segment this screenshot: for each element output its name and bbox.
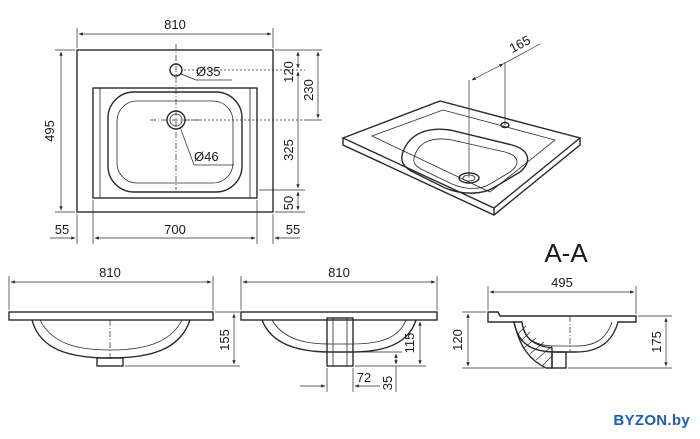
drain-hole: [166, 110, 186, 130]
front-view: 810 155: [8, 265, 240, 367]
side-height-label: 115: [402, 333, 417, 354]
side-drain-width-label: 72: [357, 370, 371, 385]
section-width-label: 495: [551, 275, 573, 290]
dim-700: 700: [164, 222, 186, 237]
front-slab: [8, 311, 214, 321]
section-view: A-A 495 120 175: [450, 238, 672, 369]
section-title: A-A: [544, 238, 588, 268]
side-slab: [240, 311, 438, 321]
top-view-basin-frame: [92, 87, 258, 199]
watermark-logo: BYZON.by: [613, 412, 690, 429]
side-width-label: 810: [328, 265, 350, 280]
dim-50: 50: [281, 196, 296, 210]
side-drain-height-label: 35: [380, 376, 395, 390]
perspective-bowl: [401, 128, 529, 194]
section-height-right-label: 175: [649, 331, 664, 353]
dim-55-left: 55: [55, 222, 69, 237]
hole-diameter-label: Ø35: [196, 64, 221, 79]
top-view-bowl: [107, 91, 243, 193]
dim-55-right: 55: [286, 222, 300, 237]
angle-165-label: 165: [507, 32, 533, 55]
perspective-view: 165: [341, 32, 582, 216]
top-width-label: 810: [164, 17, 186, 32]
front-bowl: [31, 319, 191, 359]
tap-hole: [169, 63, 183, 77]
top-view: Ø35 Ø46 810 495 120 230 325 50: [42, 17, 322, 244]
side-drain: [326, 317, 354, 367]
top-view-outline: [76, 49, 274, 213]
top-height-label: 495: [42, 120, 57, 142]
front-height-label: 155: [217, 329, 232, 351]
drain-diameter-label: Ø46: [194, 149, 219, 164]
side-view: 810 115 35 72: [240, 265, 438, 392]
section-height-left-label: 120: [450, 329, 465, 351]
front-width-label: 810: [99, 265, 121, 280]
side-bowl: [261, 319, 417, 353]
section-hatch: [513, 321, 553, 369]
dim-120: 120: [281, 61, 296, 83]
dim-325: 325: [281, 139, 296, 161]
dim-230: 230: [301, 79, 316, 101]
